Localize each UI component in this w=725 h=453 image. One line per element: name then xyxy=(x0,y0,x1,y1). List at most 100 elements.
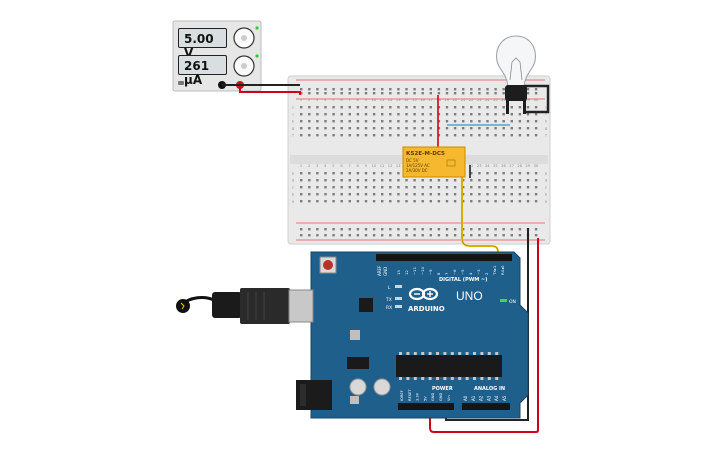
breadboard-hole[interactable] xyxy=(486,92,489,95)
breadboard-hole[interactable] xyxy=(445,179,449,182)
breadboard-hole[interactable] xyxy=(397,113,400,116)
breadboard-hole[interactable] xyxy=(437,92,441,95)
breadboard-hole[interactable] xyxy=(470,127,473,130)
breadboard-hole[interactable] xyxy=(324,106,327,109)
breadboard-hole[interactable] xyxy=(453,179,457,182)
breadboard-hole[interactable] xyxy=(502,106,505,109)
breadboard-hole[interactable] xyxy=(413,228,416,231)
breadboard-hole[interactable] xyxy=(510,200,513,203)
breadboard-hole[interactable] xyxy=(445,127,449,130)
breadboard-hole[interactable] xyxy=(405,134,408,137)
voltage-knob[interactable] xyxy=(233,27,255,49)
breadboard-hole[interactable] xyxy=(300,228,303,231)
breadboard-hole[interactable] xyxy=(389,179,392,182)
breadboard-hole[interactable] xyxy=(308,134,311,137)
breadboard-hole[interactable] xyxy=(332,186,335,189)
breadboard-hole[interactable] xyxy=(324,200,327,203)
breadboard-hole[interactable] xyxy=(348,120,351,123)
breadboard-hole[interactable] xyxy=(518,228,522,231)
breadboard-hole[interactable] xyxy=(372,106,376,109)
breadboard-hole[interactable] xyxy=(462,127,465,130)
breadboard-hole[interactable] xyxy=(518,120,522,123)
breadboard-hole[interactable] xyxy=(470,186,473,189)
breadboard-hole[interactable] xyxy=(389,113,392,116)
breadboard-hole[interactable] xyxy=(340,172,343,175)
breadboard-hole[interactable] xyxy=(405,200,408,203)
breadboard-hole[interactable] xyxy=(364,234,368,237)
breadboard-hole[interactable] xyxy=(486,127,489,130)
breadboard-hole[interactable] xyxy=(478,179,481,182)
breadboard-hole[interactable] xyxy=(324,88,327,91)
breadboard-hole[interactable] xyxy=(526,120,530,123)
breadboard-hole[interactable] xyxy=(510,120,513,123)
breadboard-hole[interactable] xyxy=(518,200,522,203)
breadboard-hole[interactable] xyxy=(324,134,327,137)
breadboard-hole[interactable] xyxy=(453,134,457,137)
breadboard-hole[interactable] xyxy=(397,234,400,237)
breadboard-hole[interactable] xyxy=(372,113,376,116)
breadboard-hole[interactable] xyxy=(356,127,360,130)
breadboard-hole[interactable] xyxy=(526,88,530,91)
breadboard-hole[interactable] xyxy=(397,179,400,182)
breadboard-hole[interactable] xyxy=(494,179,497,182)
breadboard-hole[interactable] xyxy=(453,106,457,109)
breadboard-hole[interactable] xyxy=(462,200,465,203)
breadboard-hole[interactable] xyxy=(437,186,441,189)
breadboard-hole[interactable] xyxy=(348,106,351,109)
breadboard-hole[interactable] xyxy=(372,88,376,91)
breadboard-hole[interactable] xyxy=(405,113,408,116)
breadboard-hole[interactable] xyxy=(421,134,424,137)
breadboard-hole[interactable] xyxy=(397,186,400,189)
breadboard-hole[interactable] xyxy=(478,228,481,231)
breadboard-hole[interactable] xyxy=(486,106,489,109)
breadboard-hole[interactable] xyxy=(534,179,538,182)
breadboard-holes[interactable] xyxy=(300,88,538,237)
breadboard-hole[interactable] xyxy=(332,134,335,137)
breadboard-hole[interactable] xyxy=(308,200,311,203)
breadboard-hole[interactable] xyxy=(453,113,457,116)
breadboard-hole[interactable] xyxy=(372,120,376,123)
breadboard-hole[interactable] xyxy=(389,88,392,91)
breadboard-hole[interactable] xyxy=(502,127,505,130)
breadboard-hole[interactable] xyxy=(494,172,497,175)
breadboard-hole[interactable] xyxy=(421,113,424,116)
breadboard-hole[interactable] xyxy=(389,92,392,95)
digital-header[interactable] xyxy=(376,254,512,261)
breadboard-hole[interactable] xyxy=(397,172,400,175)
breadboard-hole[interactable] xyxy=(494,193,497,196)
breadboard-hole[interactable] xyxy=(510,127,513,130)
breadboard-hole[interactable] xyxy=(308,127,311,130)
breadboard-hole[interactable] xyxy=(316,234,319,237)
breadboard-hole[interactable] xyxy=(421,120,424,123)
breadboard-hole[interactable] xyxy=(389,193,392,196)
breadboard-hole[interactable] xyxy=(534,106,538,109)
current-knob[interactable] xyxy=(233,55,255,77)
breadboard-hole[interactable] xyxy=(413,193,416,196)
breadboard-hole[interactable] xyxy=(534,228,538,231)
breadboard-hole[interactable] xyxy=(381,88,384,91)
breadboard-hole[interactable] xyxy=(429,113,432,116)
breadboard-hole[interactable] xyxy=(502,134,505,137)
breadboard-hole[interactable] xyxy=(324,120,327,123)
breadboard-hole[interactable] xyxy=(300,234,303,237)
breadboard-hole[interactable] xyxy=(348,134,351,137)
breadboard-hole[interactable] xyxy=(316,106,319,109)
breadboard-hole[interactable] xyxy=(518,134,522,137)
breadboard-hole[interactable] xyxy=(381,193,384,196)
breadboard-hole[interactable] xyxy=(526,193,530,196)
breadboard-hole[interactable] xyxy=(445,200,449,203)
breadboard-hole[interactable] xyxy=(340,200,343,203)
breadboard-hole[interactable] xyxy=(340,179,343,182)
breadboard-hole[interactable] xyxy=(356,200,360,203)
breadboard-hole[interactable] xyxy=(421,88,424,91)
breadboard-hole[interactable] xyxy=(405,88,408,91)
breadboard-hole[interactable] xyxy=(429,200,432,203)
breadboard-hole[interactable] xyxy=(308,92,311,95)
breadboard-hole[interactable] xyxy=(486,200,489,203)
breadboard-hole[interactable] xyxy=(421,179,424,182)
breadboard-hole[interactable] xyxy=(445,193,449,196)
breadboard-hole[interactable] xyxy=(510,193,513,196)
breadboard-hole[interactable] xyxy=(316,92,319,95)
breadboard-hole[interactable] xyxy=(518,172,522,175)
breadboard-hole[interactable] xyxy=(526,186,530,189)
